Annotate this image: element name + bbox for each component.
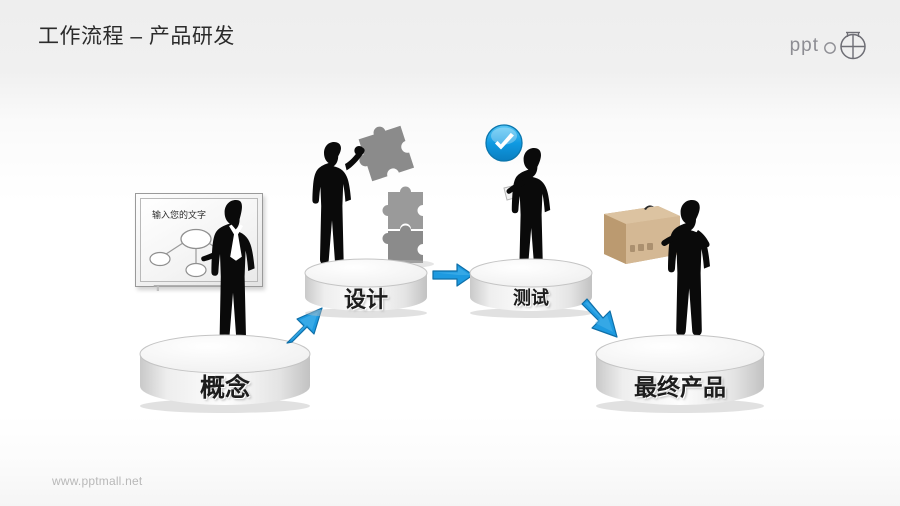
podium-cylinder-icon [595, 334, 765, 413]
podium-test[interactable]: 测试 [467, 258, 595, 320]
podium-concept[interactable]: 概念 [136, 334, 314, 414]
businessman-presenting-silhouette-icon [201, 200, 260, 357]
podium-cylinder-icon [304, 258, 428, 318]
footer-url: www.pptmall.net [52, 474, 143, 488]
businessman-assembling-puzzle-silhouette-icon [312, 142, 366, 275]
podium-design[interactable]: 设计 [302, 258, 430, 320]
pptmall-target-mark-icon [824, 31, 866, 60]
page-title: 工作流程 – 产品研发 [38, 25, 235, 48]
cardboard-box-icon [604, 205, 680, 264]
slide-header: 工作流程 – 产品研发 ppt [0, 0, 900, 76]
blue-check-badge-icon [485, 124, 523, 162]
businessman-with-clipboard-silhouette-icon [503, 148, 556, 275]
arrow-design-to-test-icon [432, 263, 474, 287]
podium-cylinder-icon [469, 258, 593, 318]
podium-final-product[interactable]: 最终产品 [592, 334, 768, 414]
arrow-test-to-final-icon [581, 298, 618, 338]
logo-text: ppt [789, 34, 819, 56]
podium-cylinder-icon [139, 334, 311, 413]
whiteboard-text: 输入您的文字 [152, 210, 207, 220]
arrow-concept-to-design-icon [286, 307, 323, 344]
puzzle-pieces-icon [358, 125, 434, 268]
brand-logo: ppt [790, 28, 874, 62]
